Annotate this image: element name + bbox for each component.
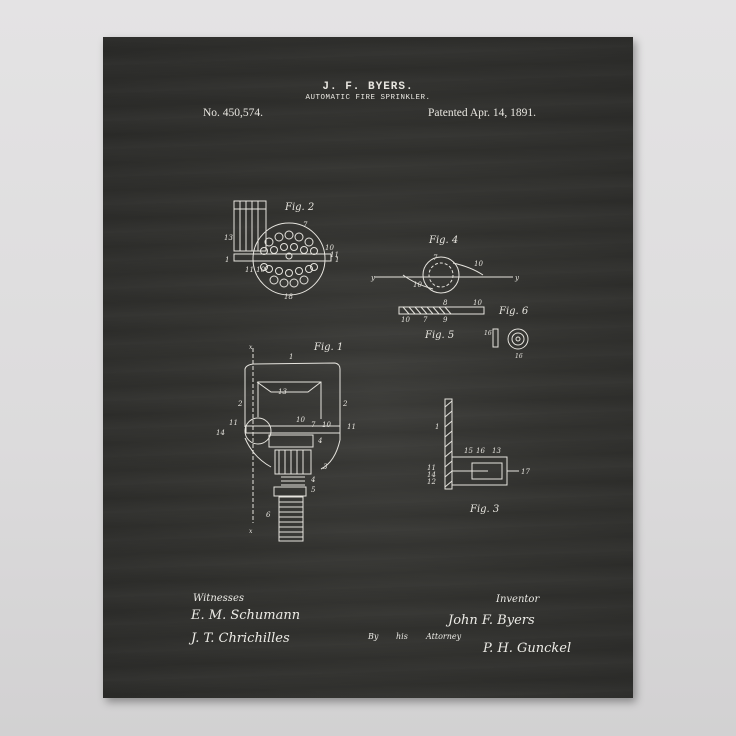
fig3-label: Fig. 3: [469, 504, 499, 515]
svg-text:7: 7: [311, 421, 316, 429]
svg-text:15: 15: [464, 447, 473, 455]
fig6-label: Fig. 6: [498, 306, 529, 317]
svg-text:2: 2: [342, 400, 348, 408]
svg-text:1: 1: [289, 353, 293, 361]
figure-2: Fig. 2 13 7 10 11 1 1 11 10: [224, 200, 339, 301]
svg-text:8: 8: [443, 299, 448, 307]
svg-text:11: 11: [229, 419, 238, 427]
svg-text:3: 3: [323, 463, 328, 471]
fig4-label: Fig. 4: [428, 235, 458, 246]
svg-text:10: 10: [322, 421, 331, 429]
inventor-signature: John F. Byers: [448, 613, 535, 628]
svg-text:y: y: [514, 274, 520, 282]
svg-text:11: 11: [347, 423, 356, 431]
svg-text:12: 12: [427, 478, 436, 486]
svg-text:5: 5: [311, 486, 316, 494]
svg-text:11: 11: [330, 251, 339, 259]
svg-text:1: 1: [435, 423, 439, 431]
svg-text:x: x: [249, 528, 253, 535]
svg-text:16: 16: [515, 353, 523, 360]
svg-text:13: 13: [224, 234, 233, 242]
svg-text:2: 2: [237, 400, 243, 408]
svg-text:16: 16: [484, 330, 492, 337]
svg-text:1: 1: [225, 256, 229, 264]
svg-text:y: y: [370, 274, 376, 282]
svg-text:4: 4: [317, 437, 322, 445]
svg-text:7: 7: [423, 316, 428, 324]
svg-text:16: 16: [476, 447, 485, 455]
svg-text:6: 6: [266, 511, 271, 519]
svg-text:7: 7: [433, 254, 438, 262]
svg-text:10: 10: [413, 281, 422, 289]
svg-text:7: 7: [303, 221, 308, 229]
svg-text:1: 1: [335, 256, 339, 264]
figure-5: 8 10 10 7 9 Fig. 5: [398, 299, 485, 341]
patent-number: No. 450,574.: [203, 107, 264, 119]
patent-drawings: Fig. 2 13 7 10 11 1 1 11 10: [216, 200, 530, 542]
witness-signature-2: J. T. Chrichilles: [191, 631, 290, 646]
fig5-label: Fig. 5: [424, 330, 454, 341]
attorney-signature: P. H. Gunckel: [483, 641, 572, 656]
svg-text:10: 10: [325, 244, 334, 252]
attorney-label: Attorney: [426, 632, 462, 641]
figure-3: 1 15 16 13 11 14 12 17 Fig. 3: [427, 398, 530, 515]
fig2-label: Fig. 2: [284, 202, 314, 213]
witnesses-label: Witnesses: [193, 593, 244, 604]
inventor-label: Inventor: [496, 594, 540, 605]
by-label: By: [368, 632, 379, 641]
his-label: his: [396, 632, 408, 641]
svg-text:10: 10: [473, 299, 482, 307]
figure-1: Fig. 1 1 2 2 13 11 10 7 10: [216, 342, 356, 542]
svg-text:11: 11: [427, 464, 436, 472]
svg-text:x: x: [249, 344, 253, 351]
figure-6: Fig. 6 16 16: [484, 306, 529, 360]
svg-text:10: 10: [296, 416, 305, 424]
svg-text:13: 13: [278, 388, 287, 396]
patent-date: Patented Apr. 14, 1891.: [428, 107, 536, 119]
inventor-name-heading: J. F. BYERS.: [322, 81, 414, 93]
svg-text:11 10: 11 10: [245, 266, 266, 274]
witness-signature-1: E. M. Schumann: [191, 608, 301, 623]
svg-text:10: 10: [474, 260, 483, 268]
figure-4: Fig. 4 y y 7 10 10: [370, 235, 520, 294]
fig1-label: Fig. 1: [313, 342, 343, 353]
svg-text:18: 18: [284, 293, 293, 301]
svg-text:13: 13: [492, 447, 501, 455]
svg-text:14: 14: [216, 429, 225, 437]
svg-text:14: 14: [427, 471, 436, 479]
svg-text:10: 10: [401, 316, 410, 324]
svg-text:17: 17: [521, 468, 530, 476]
svg-text:4: 4: [310, 476, 315, 484]
patent-title: AUTOMATIC FIRE SPRINKLER.: [305, 94, 431, 102]
svg-text:9: 9: [443, 316, 448, 324]
patent-poster: J. F. BYERS. AUTOMATIC FIRE SPRINKLER. N…: [103, 37, 633, 698]
